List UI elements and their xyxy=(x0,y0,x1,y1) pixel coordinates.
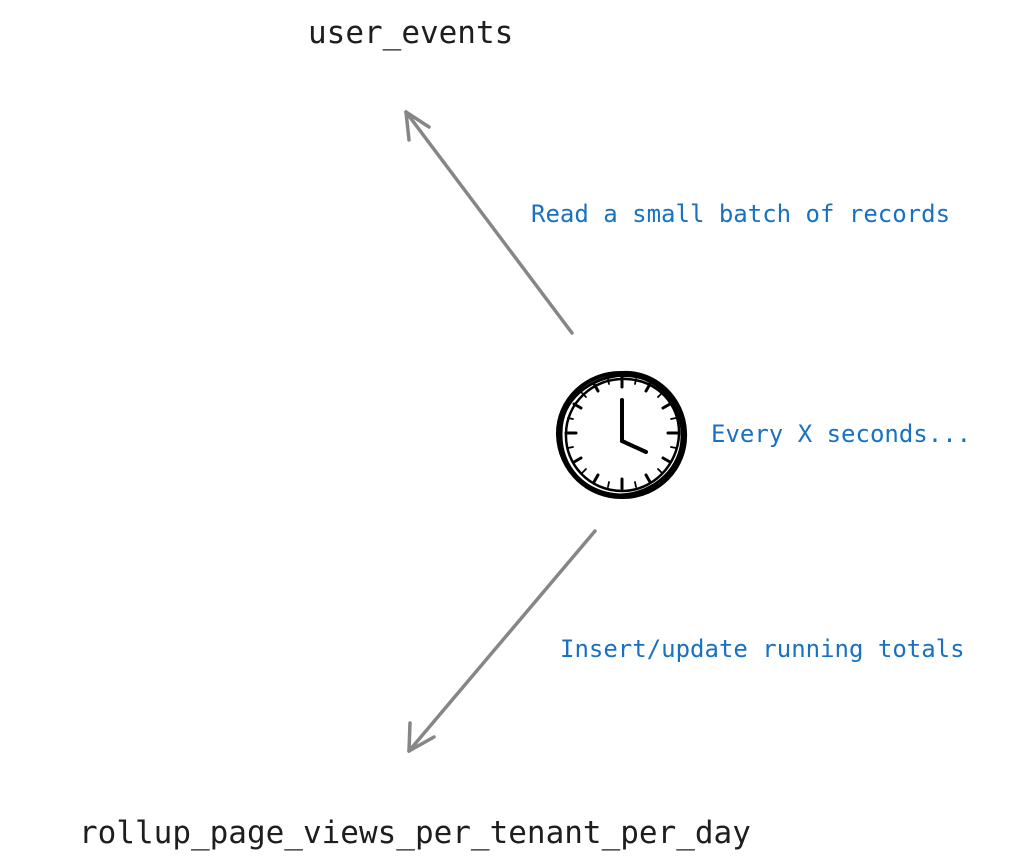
target-table-label: rollup_page_views_per_tenant_per_day xyxy=(79,815,751,851)
clock-icon xyxy=(555,370,688,500)
source-table-label: user_events xyxy=(308,15,514,51)
write-arrow xyxy=(407,529,597,753)
schedule-label: Every X seconds... xyxy=(711,420,972,448)
read-batch-label: Read a small batch of records xyxy=(531,200,951,228)
read-arrow xyxy=(404,110,574,335)
upsert-label: Insert/update running totals xyxy=(560,635,965,663)
